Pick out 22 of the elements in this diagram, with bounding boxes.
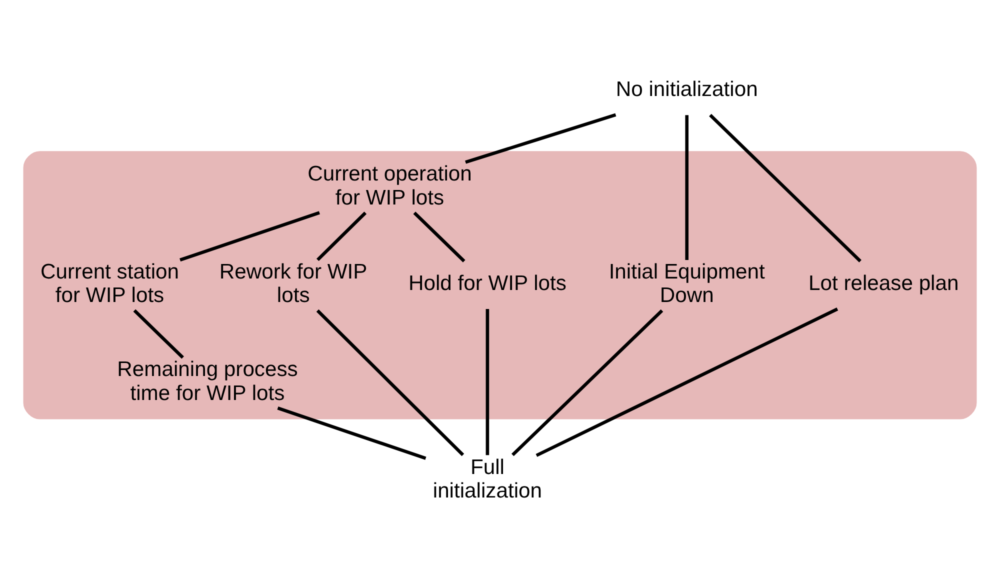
node-text: Full initialization (432, 455, 542, 502)
node-text: Remaining process time for WIP lots (117, 358, 298, 404)
connector (316, 211, 367, 261)
connector (277, 406, 426, 460)
connector (486, 308, 490, 455)
node-text: Hold for WIP lots (408, 272, 566, 295)
connector (709, 113, 862, 262)
node-text: Rework for WIP lots (219, 260, 368, 307)
node-text: Initial Equipment Down (608, 260, 765, 307)
node-text: No initialization (616, 78, 758, 101)
connector (511, 308, 664, 456)
node-text: Lot release plan (808, 272, 959, 295)
node-text: Current station for WIP lots (40, 260, 179, 307)
cluster (23, 150, 977, 419)
connector (465, 112, 616, 164)
node-text: Current operation for WIP lots (308, 162, 472, 209)
connector (536, 307, 838, 456)
connector (133, 308, 184, 358)
connector (685, 114, 689, 260)
connector (180, 210, 320, 262)
connector (413, 211, 466, 262)
connector (316, 308, 464, 456)
